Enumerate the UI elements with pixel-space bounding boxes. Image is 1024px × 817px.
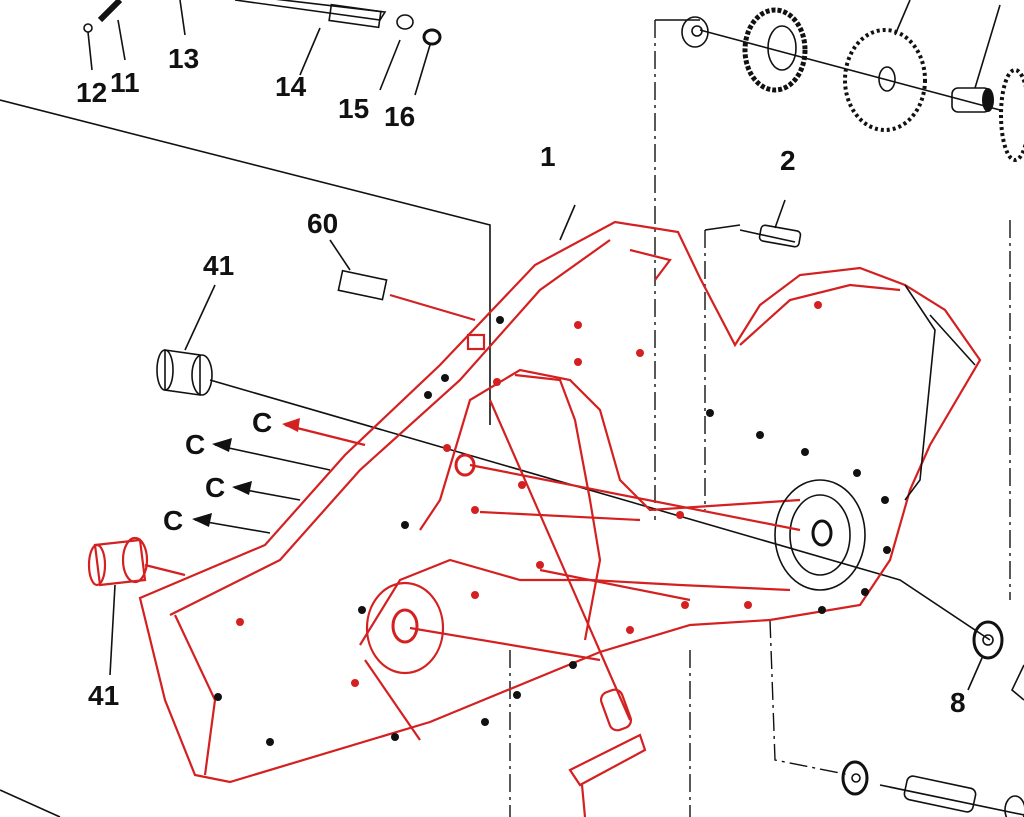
connector-c-3: C (205, 472, 225, 503)
part-shaft-bottom[interactable] (879, 775, 1024, 817)
part-sprocket-b[interactable] (843, 0, 927, 132)
part-housing-1[interactable] (138, 204, 982, 784)
part-shift-lever[interactable] (488, 399, 647, 817)
callout-15: 15 (338, 93, 369, 124)
callout-14: 14 (275, 71, 307, 102)
part-washer-8[interactable] (967, 620, 1024, 701)
part-shaft-14[interactable] (234, 0, 387, 76)
reference-lines (0, 19, 1011, 817)
callout-2: 2 (780, 145, 796, 176)
part-washer-top[interactable] (681, 16, 709, 48)
part-washer-bottom[interactable] (841, 760, 869, 796)
connector-c-1: C (252, 407, 272, 438)
callout-labels: 12 11 13 14 15 16 1 2 60 41 41 8 C C C C (76, 43, 966, 718)
connector-c-4: C (163, 505, 183, 536)
callout-13: 13 (168, 43, 199, 74)
connector-arrows (192, 418, 366, 534)
part-nut-16[interactable] (414, 28, 442, 96)
connector-c-2: C (185, 429, 205, 460)
part-bushing-top[interactable] (951, 4, 1001, 113)
part-sprocket-a[interactable] (742, 7, 808, 93)
part-washer-15[interactable] (379, 14, 414, 91)
callout-11: 11 (110, 67, 140, 98)
callout-8: 8 (950, 687, 966, 718)
part-sprocket-c[interactable] (999, 68, 1024, 162)
part-pin-2[interactable] (739, 199, 802, 248)
part-ball-12[interactable] (83, 23, 93, 71)
callout-1: 1 (540, 141, 556, 172)
callout-12: 12 (76, 77, 107, 108)
part-pin-11[interactable] (97, 0, 126, 61)
leader-13 (179, 0, 186, 36)
callout-41-top: 41 (203, 250, 234, 281)
callout-41-bottom: 41 (88, 680, 119, 711)
part-bushing-41-bottom[interactable] (87, 536, 186, 676)
callout-60: 60 (307, 208, 338, 239)
callout-16: 16 (384, 101, 415, 132)
part-fitting-60[interactable] (329, 239, 486, 351)
part-bushing-41-top[interactable] (156, 284, 216, 396)
